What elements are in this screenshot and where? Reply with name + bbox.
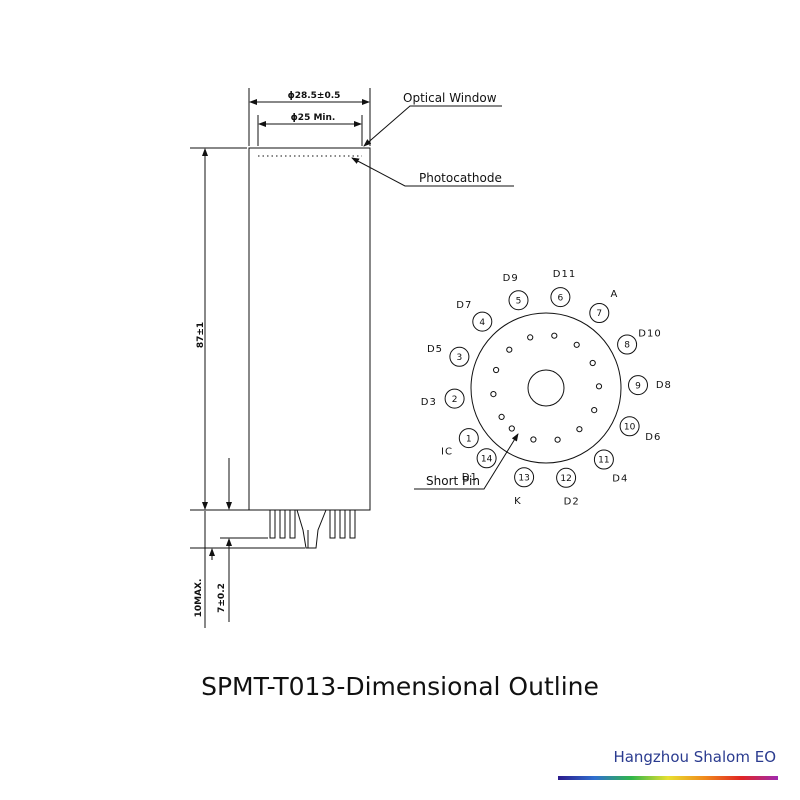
- pin-hole: [530, 436, 537, 443]
- pin-hole: [589, 359, 596, 367]
- pin-function-label: K: [514, 496, 522, 507]
- pin-function-label: D7: [456, 300, 472, 311]
- pin-function-label: D4: [612, 474, 628, 485]
- pin-hole: [506, 346, 513, 353]
- pin-number-circle: [458, 428, 479, 449]
- pin-function-label: A: [610, 289, 618, 300]
- pin-number: 12: [560, 474, 571, 484]
- pin-number-circle: [508, 290, 529, 311]
- pin-number: 2: [452, 395, 458, 405]
- pin-number: 10: [624, 423, 636, 433]
- pin-function-label: D3: [421, 397, 437, 408]
- base-label: 7±0.2: [217, 583, 227, 613]
- base-outer-circle: [470, 312, 622, 464]
- window-diameter-label: ϕ25 Min.: [291, 113, 336, 123]
- pin-hole: [493, 366, 500, 374]
- pin-hole: [554, 436, 561, 443]
- pin-hole: [498, 413, 505, 420]
- pin-hole: [508, 425, 515, 432]
- pin-holes: [490, 332, 603, 443]
- base-view: [470, 312, 622, 464]
- pin-number-circle: [444, 388, 465, 409]
- tube-body: [248, 147, 371, 511]
- tube-pins: [269, 509, 356, 549]
- pin-number: 9: [635, 381, 641, 391]
- photocathode-callout: Photocathode: [419, 171, 502, 185]
- pin-number-circle: [476, 448, 497, 469]
- pin-number-circle: [449, 346, 470, 367]
- short-pin-callout: Short Pin: [426, 474, 480, 488]
- pin-hole: [573, 341, 580, 348]
- pin-function-label: D1: [462, 472, 478, 483]
- pin-number: 5: [516, 296, 522, 306]
- pin-number-circle: [589, 303, 610, 323]
- pin-number: 3: [457, 353, 463, 363]
- pin-hole: [490, 391, 497, 398]
- diameter-dimensions: [248, 88, 371, 146]
- pin-number-circle: [514, 467, 535, 488]
- length-dimension: [190, 147, 305, 628]
- pin-hole: [576, 426, 583, 433]
- pin-number-circle: [628, 375, 648, 396]
- pin-function-label: D9: [503, 273, 519, 284]
- pin-number-circle: [593, 449, 614, 470]
- tube-side-view: [248, 147, 371, 549]
- optical-window-callout: Optical Window: [403, 91, 497, 105]
- pin-number: 7: [596, 309, 602, 319]
- pin-max-label: 10MAX.: [194, 579, 204, 618]
- base-center-hole: [527, 369, 565, 407]
- brand-color-bar: [558, 776, 778, 780]
- pin-number-circle: [617, 334, 638, 355]
- length-label: 87±1: [196, 322, 206, 348]
- pin-function-label: D11: [553, 269, 576, 280]
- pin-hole: [595, 383, 603, 390]
- pin-number-circle: [472, 311, 493, 332]
- pin-number-circle: [550, 287, 571, 308]
- pin-number: 13: [518, 474, 529, 484]
- base-key: [296, 509, 327, 549]
- pin-hole: [551, 332, 558, 339]
- diagram-title: SPMT-T013-Dimensional Outline: [201, 672, 599, 701]
- brand-name: Hangzhou Shalom EO: [613, 748, 776, 766]
- pin-number: 8: [624, 341, 630, 351]
- pin-function-label: D6: [645, 432, 661, 443]
- pin-number: 11: [598, 456, 609, 466]
- pin-function-label: D8: [656, 380, 672, 391]
- pin-hole: [527, 334, 534, 341]
- pin-number-circle: [556, 467, 577, 488]
- pin-number: 4: [479, 318, 485, 328]
- pin-hole: [591, 407, 598, 414]
- outer-diameter-label: ϕ28.5±0.5: [288, 91, 341, 101]
- pin-function-label: IC: [441, 447, 453, 458]
- pin-number-circle: [619, 416, 640, 437]
- pin-function-label: D10: [638, 329, 661, 340]
- pin-function-label: D2: [564, 497, 580, 508]
- pin-number: 6: [558, 293, 564, 303]
- pin-number: 14: [481, 455, 493, 465]
- pin-number: 1: [466, 434, 472, 444]
- callout-leaders: [351, 105, 519, 490]
- pin-function-label: D5: [427, 344, 443, 355]
